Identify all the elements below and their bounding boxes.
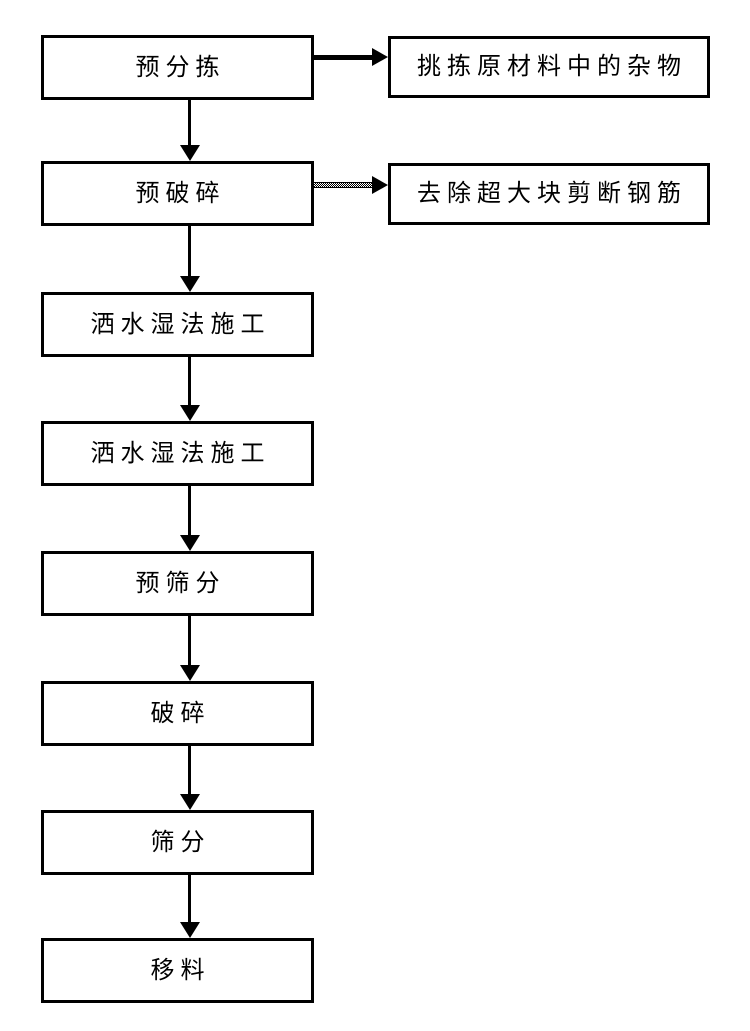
flow-step-label: 移料 [150, 957, 211, 984]
flow-step-box-pre-screening: 预筛分 [41, 551, 314, 616]
flow-step-label: 预分拣 [135, 54, 226, 81]
down-arrowhead-icon [180, 922, 200, 938]
down-arrowhead-icon [180, 276, 200, 292]
flow-step-label: 洒水湿法施工 [90, 440, 271, 467]
down-arrowhead-icon [180, 535, 200, 551]
down-arrow-line-4 [188, 486, 191, 535]
flow-step-box-wet-spray-1: 洒水湿法施工 [41, 292, 314, 357]
flow-step-label: 预筛分 [135, 570, 226, 597]
side-note-box-remove-rebar: 去除超大块剪断钢筋 [388, 163, 710, 225]
side-note-label: 挑拣原材料中的杂物 [417, 54, 687, 80]
down-arrow-line-1 [188, 100, 191, 145]
flow-step-box-pre-crushing: 预破碎 [41, 161, 314, 226]
flow-step-box-screening: 筛分 [41, 810, 314, 875]
flow-step-label: 破碎 [150, 700, 211, 727]
flow-step-box-material-move: 移料 [41, 938, 314, 1003]
down-arrow-line-6 [188, 746, 191, 794]
down-arrow-line-3 [188, 357, 191, 405]
down-arrowhead-icon [180, 405, 200, 421]
side-note-label: 去除超大块剪断钢筋 [417, 181, 687, 207]
right-arrowhead-icon [372, 48, 388, 66]
down-arrowhead-icon [180, 794, 200, 810]
flow-step-box-pre-sorting: 预分拣 [41, 35, 314, 100]
flow-step-box-crushing: 破碎 [41, 681, 314, 746]
flow-step-label: 洒水湿法施工 [90, 311, 271, 338]
down-arrowhead-icon [180, 145, 200, 161]
right-arrowhead-icon [372, 176, 388, 194]
down-arrow-line-5 [188, 616, 191, 665]
side-note-box-remove-debris: 挑拣原材料中的杂物 [388, 36, 710, 98]
flow-step-label: 预破碎 [135, 180, 226, 207]
down-arrow-line-7 [188, 875, 191, 922]
right-arrow-line-solid [314, 55, 372, 60]
flow-step-box-wet-spray-2: 洒水湿法施工 [41, 421, 314, 486]
right-arrow-line-dotted [314, 182, 372, 188]
down-arrow-line-2 [188, 226, 191, 276]
flow-step-label: 筛分 [150, 829, 211, 856]
down-arrowhead-icon [180, 665, 200, 681]
